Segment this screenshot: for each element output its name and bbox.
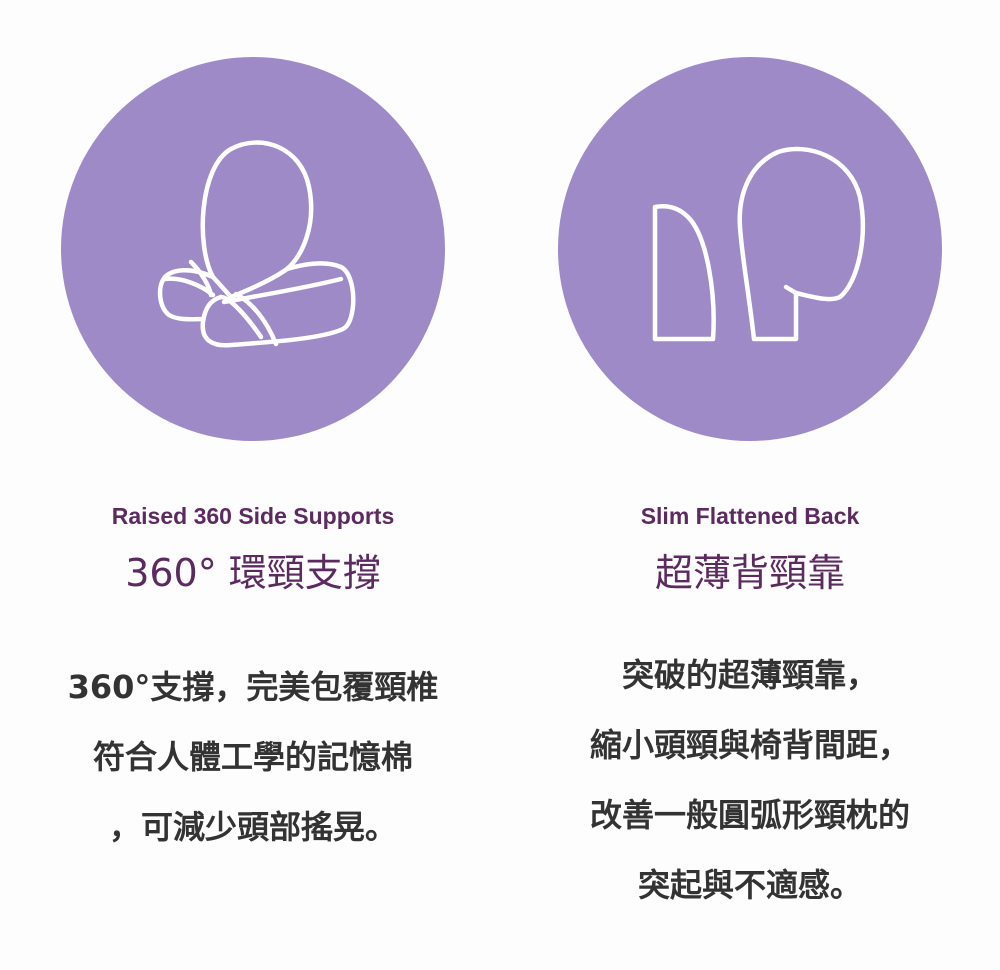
neck-pillow-360-icon [157,140,356,348]
feature-slim-back: Slim Flattened Back 超薄背頸靠 突破的超薄頸靠， 縮小頭頸與… [500,0,1000,970]
slim-back-pillow-icon [652,146,865,342]
description-line: 改善一般圓弧形頸枕的 [589,796,910,834]
feature-title-zh: 超薄背頸靠 [654,551,845,595]
feature-icon-circle [558,57,942,441]
feature-description: 360°支撐，完美包覆頸椎 符合人體工學的記憶棉 ，可減少頭部搖晃。 [3,652,503,862]
description-line: 突起與不適感。 [637,866,862,904]
description-line: 突破的超薄頸靠， [621,656,878,694]
feature-title-zh: 360° 環頸支撐 [125,551,381,595]
feature-360-support: Raised 360 Side Supports 360° 環頸支撐 360°支… [3,0,503,970]
description-line: 符合人體工學的記憶棉 [92,738,413,776]
feature-title-en: Raised 360 Side Supports [111,503,395,529]
feature-icon-circle [61,57,445,441]
feature-title-en: Slim Flattened Back [640,503,860,529]
description-line: ，可減少頭部搖晃。 [108,808,397,846]
description-line: 縮小頭頸與椅背間距， [589,726,910,764]
feature-description: 突破的超薄頸靠， 縮小頭頸與椅背間距， 改善一般圓弧形頸枕的 突起與不適感。 [500,640,1000,920]
description-line: 360°支撐，完美包覆頸椎 [67,668,439,706]
